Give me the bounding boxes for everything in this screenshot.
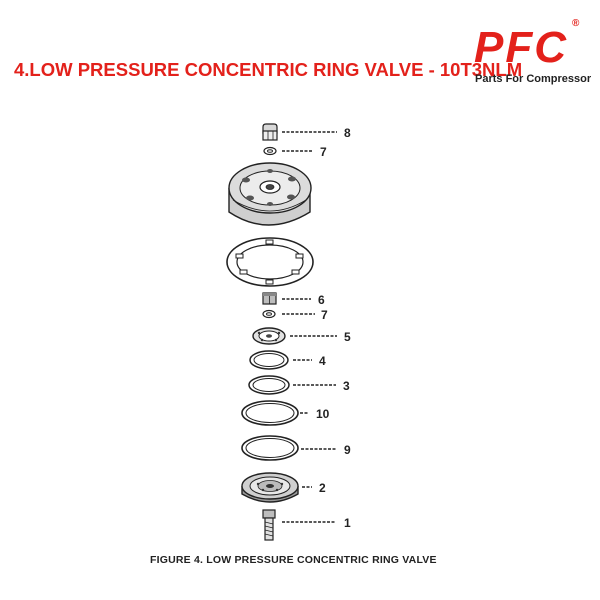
label-10: 10 xyxy=(316,407,330,421)
registered-mark: ® xyxy=(572,18,580,29)
label-9: 9 xyxy=(344,443,351,457)
label-4: 4 xyxy=(319,354,326,368)
label-5: 5 xyxy=(344,330,351,344)
page-title: 4.LOW PRESSURE CONCENTRIC RING VALVE - 1… xyxy=(14,59,523,80)
label-2: 2 xyxy=(319,481,326,495)
label-6: 6 xyxy=(318,293,325,307)
label-3: 3 xyxy=(343,379,350,393)
valve-seat-body xyxy=(228,162,312,226)
part-4-ring xyxy=(249,350,289,370)
part-5-guard-plate xyxy=(252,327,286,345)
label-7-top: 7 xyxy=(320,145,327,159)
part-6-nut xyxy=(262,292,277,305)
part-2-valve-seat xyxy=(241,472,299,503)
figure-caption: FIGURE 4. LOW PRESSURE CONCENTRIC RING V… xyxy=(150,554,437,566)
pfc-logo: PFC ® Parts For Compressor xyxy=(468,18,592,88)
gasket xyxy=(226,237,314,287)
part-3-ring xyxy=(248,375,290,395)
part-8-cap-nut xyxy=(262,123,278,141)
part-9-ring xyxy=(241,435,299,461)
part-1-bolt xyxy=(262,509,276,541)
logo-tagline: Parts For Compressor xyxy=(475,73,592,85)
part-10-ring xyxy=(241,400,299,426)
label-8: 8 xyxy=(344,126,351,140)
part-7-washer-top xyxy=(263,146,277,156)
label-1: 1 xyxy=(344,516,351,530)
label-7-bottom: 7 xyxy=(321,308,328,322)
part-7-washer-bottom xyxy=(262,309,276,319)
logo-text: PFC xyxy=(474,23,568,72)
